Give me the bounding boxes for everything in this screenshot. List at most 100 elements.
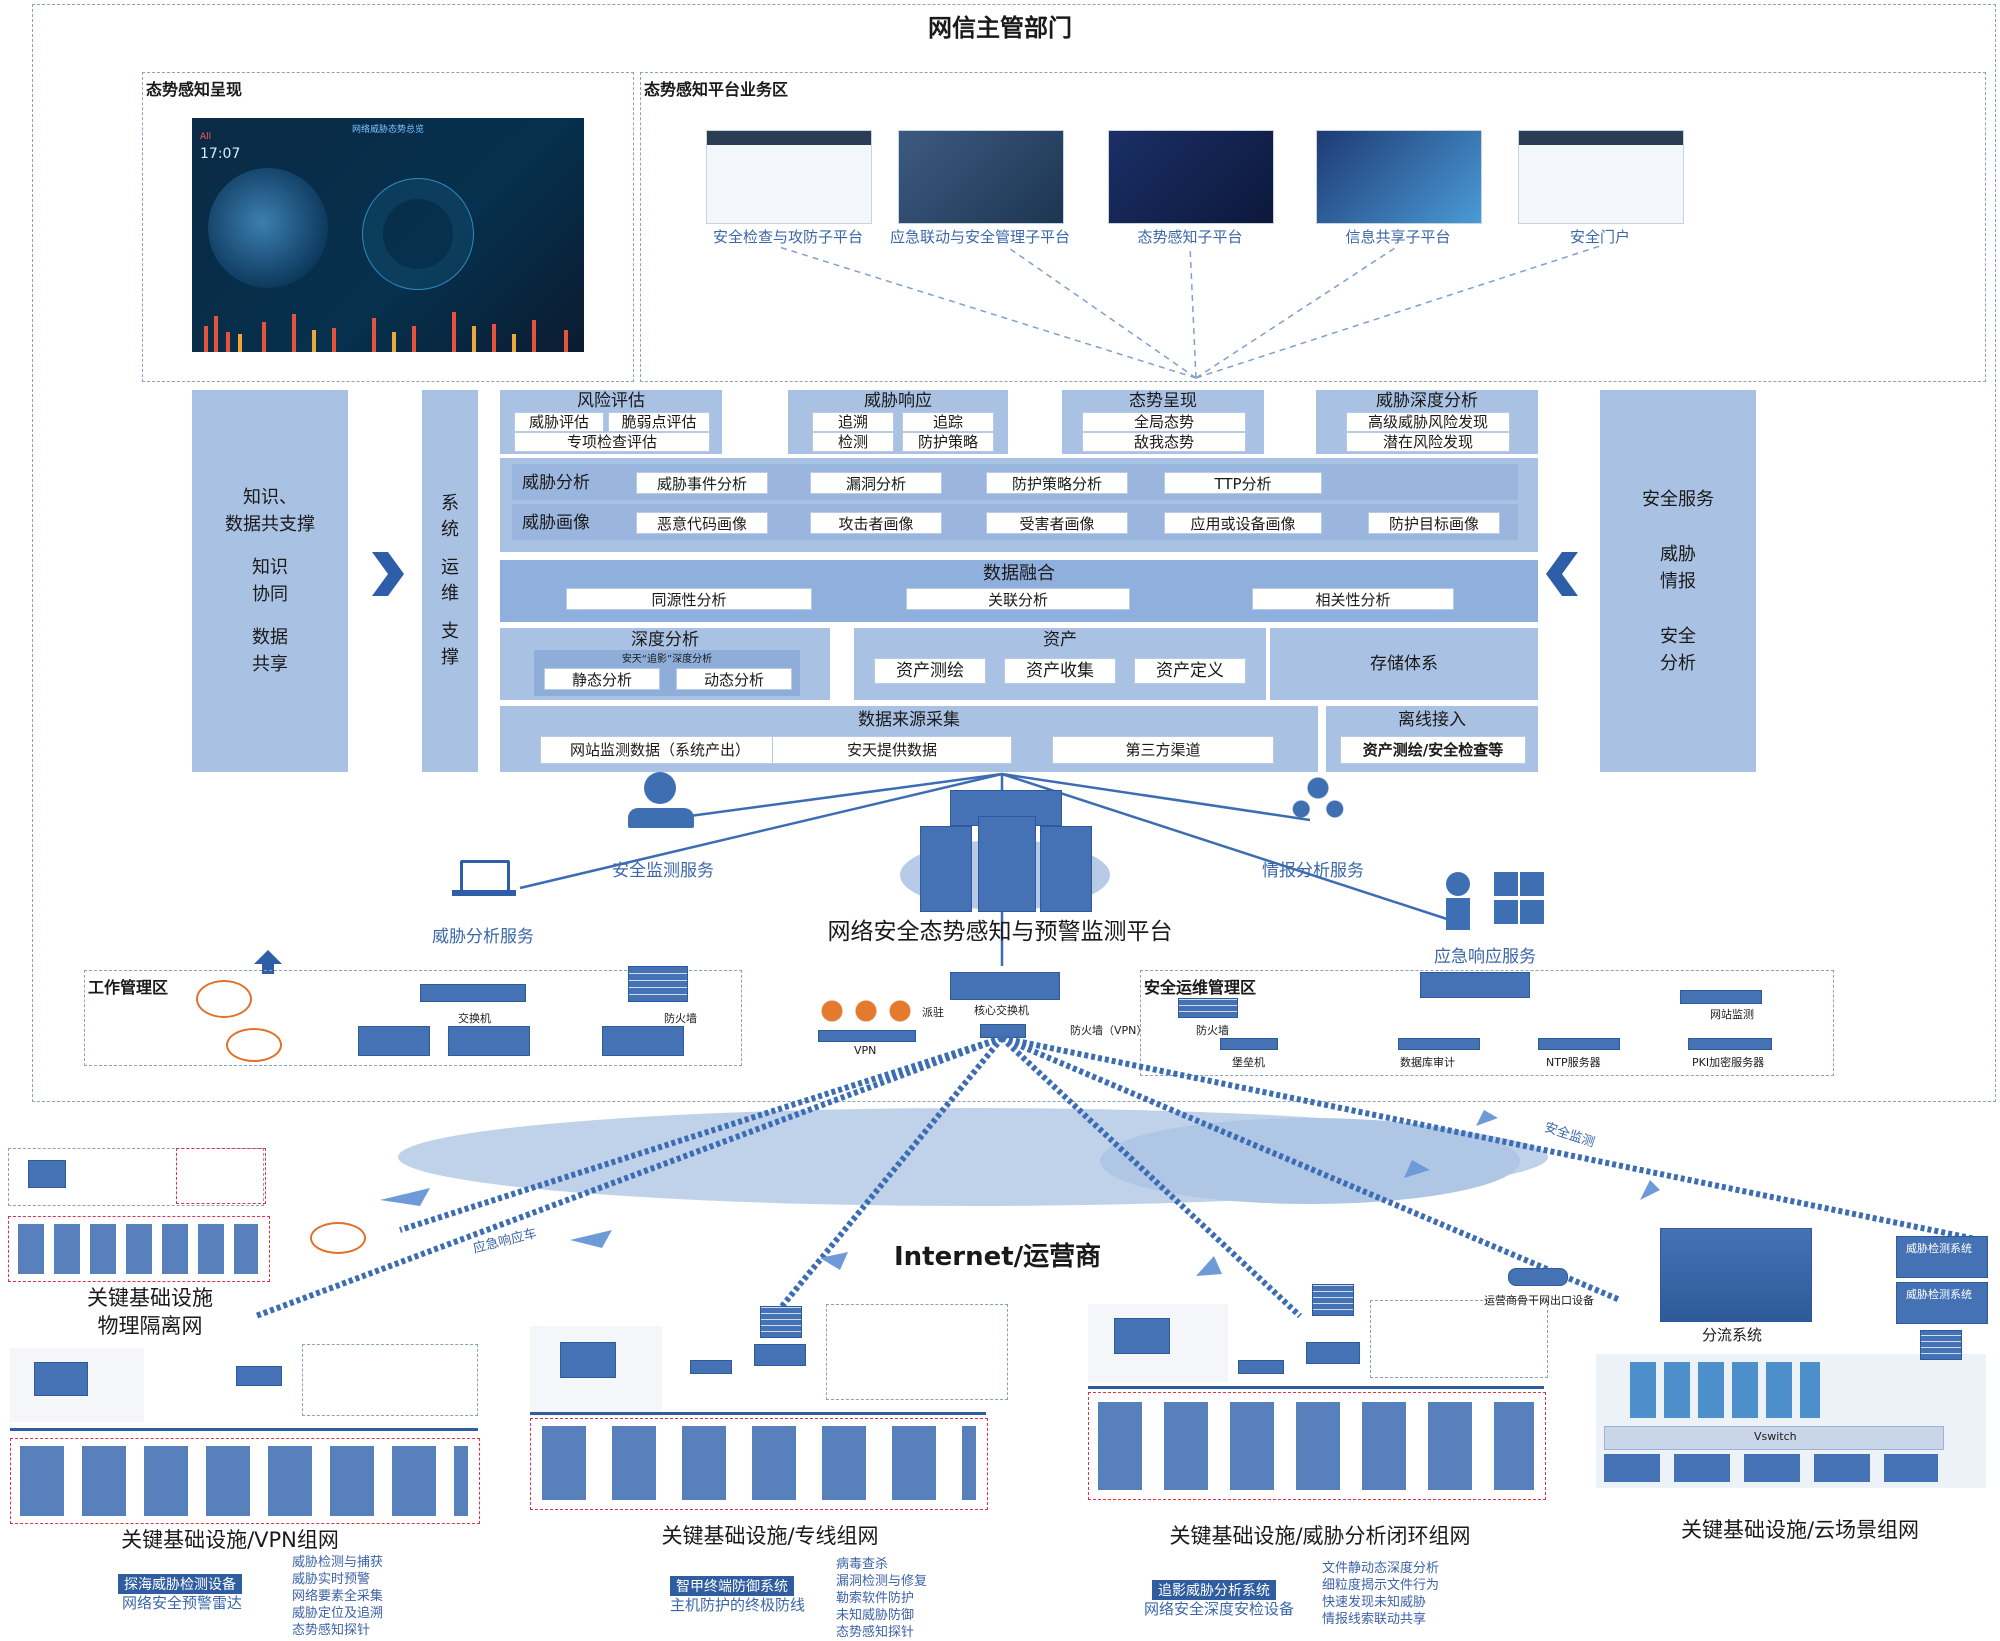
cloud-host-row	[1604, 1454, 1938, 1482]
vpn-feature-5: 态势感知探针	[292, 1623, 371, 1638]
closed-feature-2: 细粒度揭示文件行为	[1322, 1578, 1440, 1593]
service-emergency: 应急响应服务	[1434, 947, 1536, 967]
line-feature-3: 勒索软件防护	[836, 1591, 915, 1606]
work-firewall-icon	[628, 966, 688, 1002]
ops-db-audit-label: 数据库审计	[1400, 1056, 1455, 1069]
service-threat-analysis: 威胁分析服务	[432, 927, 534, 947]
right-line-1: 安全服务	[1642, 488, 1714, 510]
right-chevron-icon	[372, 552, 404, 596]
line-pcs	[542, 1426, 976, 1500]
line-firewall-icon	[760, 1306, 802, 1338]
vpn-tag-1: 探海威胁检测设备	[118, 1574, 242, 1594]
cloud-vswitch-bar	[1604, 1426, 1944, 1450]
ops-switch-icon	[1420, 972, 1530, 998]
ops-char-2: 统	[441, 519, 459, 540]
closed-feature-4: 情报线索联动共享	[1322, 1612, 1427, 1627]
core-switch-label: 核心交换机	[974, 1004, 1029, 1017]
intel-team-icon	[1290, 776, 1346, 836]
physical-probe-frame	[176, 1148, 266, 1204]
physical-title-1: 关键基础设施	[87, 1286, 213, 1310]
portrait-item-victim: 受害者画像	[986, 512, 1128, 534]
vpn-collector-frame	[302, 1344, 478, 1416]
deep-analysis-block: 威胁深度分析 高级威胁风险发现 潜在风险发现	[1316, 390, 1538, 454]
screen-header: 网络威胁态势总览	[351, 125, 424, 135]
vpn-label: VPN	[854, 1044, 877, 1057]
work-pc-1	[358, 1026, 430, 1056]
risk-title: 风险评估	[577, 391, 645, 411]
data-fusion-block: 数据融合 同源性分析 关联分析 相关性分析	[500, 560, 1538, 622]
vpn-server-icon	[34, 1362, 88, 1396]
cloud-exit-icon	[1508, 1268, 1568, 1286]
work-pc-2	[448, 1026, 530, 1056]
closed-divider	[1088, 1386, 1544, 1389]
platform-server-1	[920, 826, 972, 912]
ops-char-3: 运	[441, 557, 459, 578]
platform-server-3	[1040, 826, 1092, 912]
line-title: 关键基础设施/专线组网	[661, 1524, 879, 1548]
closed-title: 关键基础设施/威胁分析闭环组网	[1169, 1524, 1471, 1548]
deep-title: 威胁深度分析	[1376, 391, 1478, 411]
internet-label: Internet/运营商	[894, 1242, 1102, 1272]
line-feature-4: 未知威胁防御	[836, 1608, 915, 1623]
vpn-firewall-label: 防火墙（VPN）	[1070, 1024, 1148, 1037]
right-line-5: 分析	[1660, 652, 1696, 674]
platform-name: 网络安全态势感知与预警监测平台	[827, 919, 1173, 945]
situation-screen: 网络威胁态势总览 All 17:07	[192, 118, 584, 352]
radar-icon	[362, 178, 474, 290]
ops-bastion-label: 堡垒机	[1232, 1056, 1265, 1069]
presence-item-enemy: 敌我态势	[1082, 432, 1246, 452]
physical-title: 关键基础设施 物理隔离网	[40, 1284, 260, 1340]
portrait-title: 威胁画像	[522, 513, 590, 533]
fusion-title: 数据融合	[983, 563, 1055, 584]
knowledge-line-6: 共享	[252, 654, 288, 675]
security-monitor-group	[628, 808, 694, 828]
subplatform-label-5: 安全门户	[1569, 228, 1630, 246]
platform-link-arrows	[775, 245, 1601, 379]
vpn-feature-3: 网络要素全采集	[292, 1589, 384, 1604]
asset-block: 资产 资产测绘 资产收集 资产定义	[854, 628, 1266, 700]
depth-item-dynamic: 动态分析	[676, 668, 792, 690]
vpn-feature-1: 威胁检测与捕获	[292, 1555, 384, 1570]
analysis-item-vuln: 漏洞分析	[810, 472, 942, 494]
asset-item-define: 资产定义	[1134, 658, 1246, 684]
collect-title: 数据来源采集	[858, 710, 960, 730]
knowledge-line-2: 数据共支撑	[225, 514, 315, 535]
closed-firewall-icon	[1312, 1284, 1354, 1316]
offline-title: 离线接入	[1398, 710, 1466, 730]
dept-label: 派驻	[922, 1006, 944, 1019]
ops-firewall-icon	[1178, 998, 1238, 1018]
asset-item-collect: 资产收集	[1004, 658, 1116, 684]
vpn-office-frame	[10, 1438, 480, 1524]
storage-title: 存储体系	[1370, 654, 1438, 674]
risk-item-threat: 威胁评估	[514, 412, 604, 432]
ops-char-5: 支	[441, 621, 459, 642]
vpn-tag-2: 网络安全预警雷达	[122, 1594, 243, 1612]
subplatform-screen-5	[1518, 130, 1684, 224]
ops-pki-label: PKI加密服务器	[1692, 1056, 1765, 1069]
internet-links	[254, 1035, 1981, 1319]
depth-item-static: 静态分析	[544, 668, 660, 690]
collect-item-site: 网站监测数据（系统产出）	[540, 736, 780, 764]
offline-item: 资产测绘/安全检查等	[1340, 736, 1526, 764]
cloud-detect-2-label: 威胁检测系统	[1906, 1288, 1972, 1301]
ops-ntp-icon	[1538, 1038, 1620, 1050]
knowledge-line-5: 数据	[252, 627, 288, 648]
ops-firewall-label: 防火墙	[1196, 1024, 1229, 1037]
cloud-firewall-icon	[1920, 1330, 1962, 1360]
vpn-core-switch-icon	[236, 1366, 282, 1386]
subplatform-label-3: 态势感知子平台	[1137, 228, 1243, 246]
line-switch-icon	[690, 1360, 732, 1374]
screen-all-label: All	[200, 132, 212, 142]
ops-site-monitor-icon	[1680, 990, 1762, 1004]
business-title: 态势感知平台业务区	[644, 80, 789, 99]
subplatform-screen-1	[706, 130, 872, 224]
up-arrow-icon	[254, 950, 282, 974]
ops-pki-icon	[1688, 1038, 1772, 1050]
portrait-item-target: 防护目标画像	[1368, 512, 1500, 534]
response-item-policy: 防护策略	[902, 432, 994, 452]
subplatform-label-1: 安全检查与攻防子平台	[712, 228, 863, 246]
closed-tag-2: 网络安全深度安检设备	[1144, 1600, 1295, 1618]
subplatform-screen-4	[1316, 130, 1482, 224]
collect-item-antiy: 安天提供数据	[772, 736, 1012, 764]
analysis-item-event: 威胁事件分析	[636, 472, 768, 494]
